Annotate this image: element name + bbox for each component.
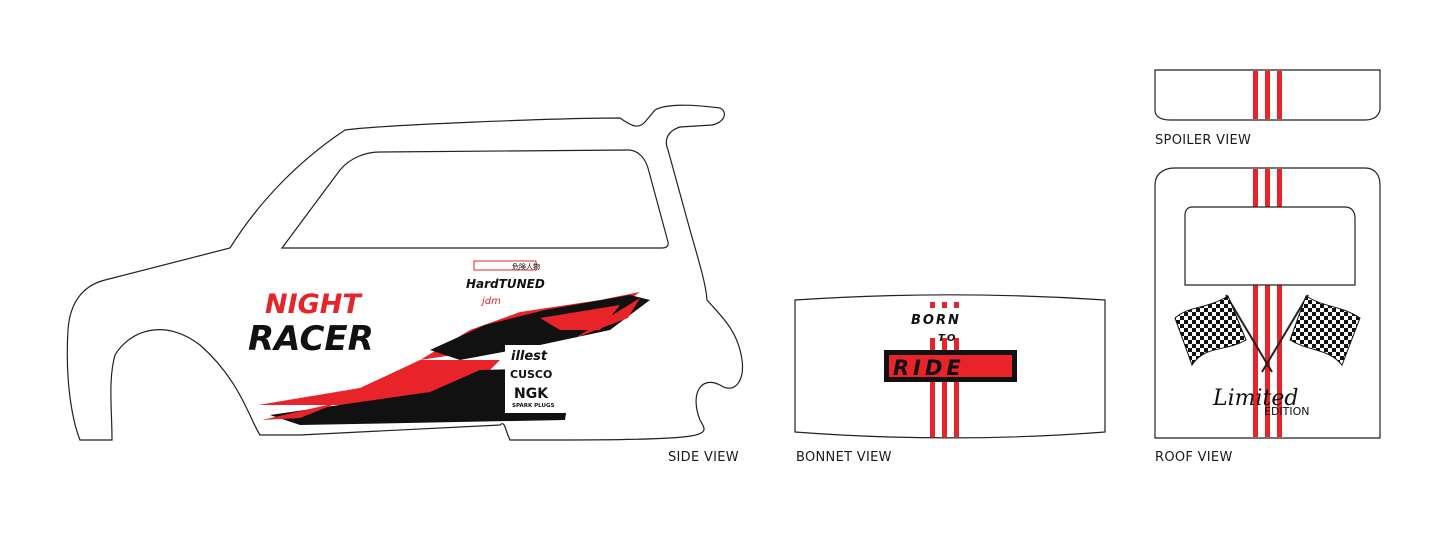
sticker-ngk: NGK — [514, 386, 549, 402]
roof-view-label: ROOF VIEW — [1155, 450, 1233, 465]
svg-text:危険人物: 危険人物 — [512, 262, 540, 271]
sticker-hard-tuned: HardTUNED — [466, 277, 545, 291]
edition-text: EDITION — [1264, 405, 1310, 418]
limited-script: Limited — [1212, 386, 1299, 411]
sticker-kanji: 危険人物 — [473, 260, 540, 271]
sticker-cusco: CUSCO — [510, 368, 552, 381]
sticker-illest: illest — [511, 349, 548, 364]
racer-text: RACER — [248, 319, 374, 359]
ride-text: RIDE — [893, 356, 965, 380]
spoiler-view — [1154, 69, 1381, 121]
born-text: BORN — [911, 313, 961, 328]
bonnet-view: BORN TO RIDE — [794, 294, 1106, 439]
side-graphics — [258, 292, 650, 425]
spoiler-view-label: SPOILER VIEW — [1155, 133, 1252, 148]
to-text: TO — [938, 333, 957, 344]
sticker-panel: illest CUSCO NGK SPARK PLUGS — [505, 345, 569, 413]
side-view-car: NIGHT RACER 危険人物 HardTUNED jdm illest CU… — [66, 104, 744, 441]
checkered-flag-icon — [1261, 294, 1361, 373]
roof-window — [1184, 206, 1356, 286]
sticker-ngk-sub: SPARK PLUGS — [512, 403, 554, 409]
side-view-label: SIDE VIEW — [668, 450, 739, 465]
roof-view: Limited EDITION — [1154, 167, 1381, 439]
bonnet-view-label: BONNET VIEW — [796, 450, 892, 465]
side-window — [280, 149, 669, 249]
sticker-jdm: jdm — [480, 296, 501, 307]
night-text: NIGHT — [265, 289, 363, 320]
checkered-flag-icon — [1174, 294, 1273, 373]
